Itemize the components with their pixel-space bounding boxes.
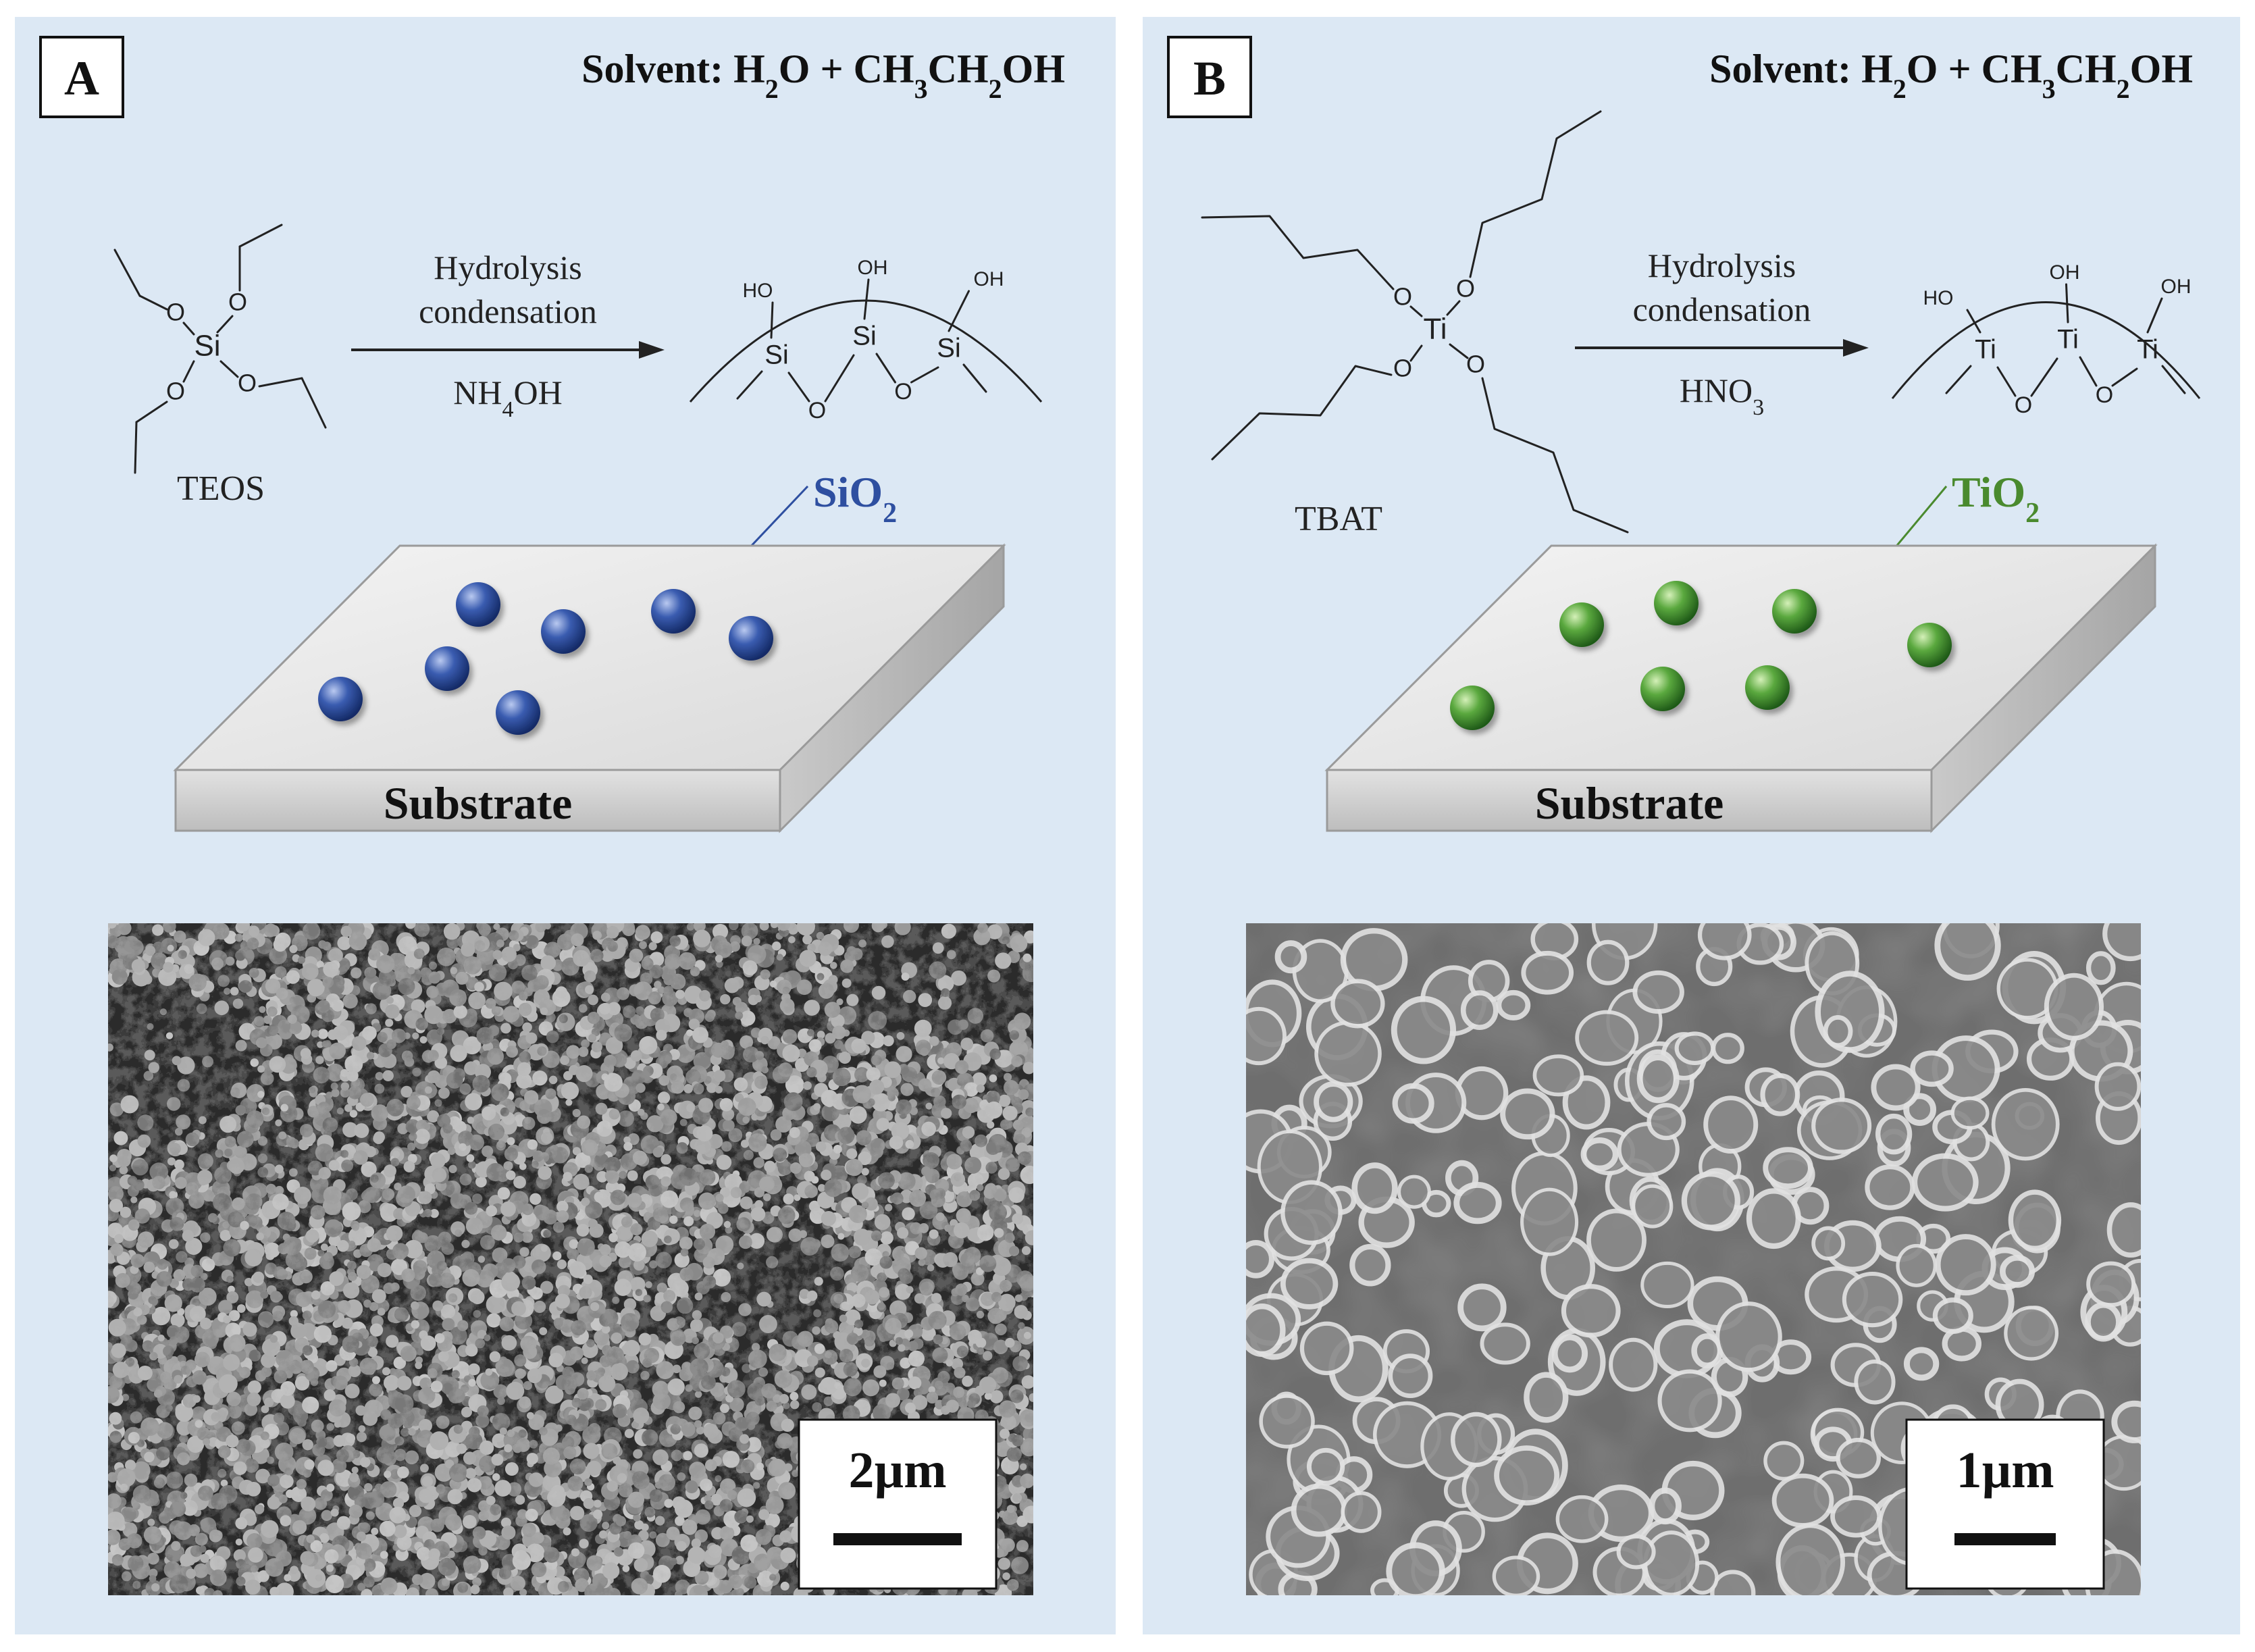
nanoparticle xyxy=(1450,686,1495,730)
catalyst-label: NH4OH xyxy=(453,373,562,422)
product-label: TiO2 xyxy=(1952,468,2040,529)
nanoparticle xyxy=(729,616,773,661)
substrate: Substrate xyxy=(173,543,1006,833)
panel-letter-box xyxy=(1167,36,1252,118)
substrate-label: Substrate xyxy=(384,777,573,829)
substrate-label: Substrate xyxy=(1535,777,1724,829)
substrate-side xyxy=(1930,543,2156,833)
bridging-oxygen: O xyxy=(894,379,912,405)
product-network: Si HO Si OH Si OH O O xyxy=(689,257,1043,423)
nanoparticle xyxy=(651,589,696,634)
network-atom: Ti xyxy=(2137,335,2158,365)
scale-bar-label: 1µm xyxy=(1956,1442,2054,1499)
arrow-label-condensation: condensation xyxy=(1633,290,1811,328)
panel-letter: B xyxy=(1193,51,1226,105)
solvent-label: Solvent: H2O + CH3CH2OH xyxy=(581,47,1065,104)
nanoparticle xyxy=(1559,602,1604,647)
nanoparticle xyxy=(1640,667,1685,711)
arrow-label-hydrolysis: Hydrolysis xyxy=(1648,247,1796,284)
network-atom: Ti xyxy=(1975,335,1996,365)
network-atom: Ti xyxy=(2057,325,2079,355)
hydroxyl-group: HO xyxy=(743,280,773,302)
arrow-head xyxy=(1843,339,1869,357)
panel-letter-box xyxy=(39,36,124,118)
nanoparticle xyxy=(496,690,540,735)
solvent-label: Solvent: H2O + CH3CH2OH xyxy=(1709,47,2193,104)
oxygen-atom: O xyxy=(1393,355,1412,382)
arrow-label-condensation: condensation xyxy=(419,292,597,330)
scale-bar-box xyxy=(798,1418,997,1590)
hydroxyl-group: OH xyxy=(858,257,888,279)
scale-bar xyxy=(1954,1533,2056,1545)
nanoparticle xyxy=(1907,623,1952,667)
scale-bar xyxy=(833,1533,962,1545)
center-atom: Si xyxy=(194,330,220,363)
oxygen-atom: O xyxy=(1393,283,1412,311)
catalyst-label: HNO3 xyxy=(1680,371,1764,420)
product-label: SiO2 xyxy=(813,468,897,529)
oxygen-atom: O xyxy=(166,378,185,405)
oxygen-atom: O xyxy=(1456,275,1475,303)
surface-arc xyxy=(1891,301,2201,399)
network-atom: Si xyxy=(764,340,789,370)
nanoparticle xyxy=(1654,581,1699,625)
oxygen-atom: O xyxy=(1466,351,1485,378)
nanoparticle xyxy=(1772,589,1817,634)
bridging-oxygen: O xyxy=(2096,382,2113,408)
hydroxyl-group: HO xyxy=(1923,287,1954,309)
scale-bar-label: 2µm xyxy=(848,1442,946,1499)
panel-letter: A xyxy=(64,51,99,105)
network-atom: Si xyxy=(937,334,961,363)
network-atom: Si xyxy=(852,321,877,351)
nanoparticle xyxy=(1745,665,1790,710)
substrate: Substrate xyxy=(1324,543,2158,833)
bridging-oxygen: O xyxy=(2015,392,2032,418)
nanoparticle xyxy=(425,646,469,691)
oxygen-atom: O xyxy=(228,288,247,316)
hydroxyl-group: OH xyxy=(974,268,1004,290)
oxygen-atom: O xyxy=(166,299,185,326)
arrow-head xyxy=(639,341,665,359)
center-atom: Ti xyxy=(1423,313,1447,346)
nanoparticle xyxy=(318,677,363,721)
hydroxyl-group: OH xyxy=(2050,261,2080,284)
nanoparticle xyxy=(456,582,500,627)
oxygen-atom: O xyxy=(238,369,257,397)
precursor-name: TBAT xyxy=(1295,500,1382,538)
product-network: Ti HO Ti OH Ti OH O O xyxy=(1891,261,2201,418)
scale-bar-box xyxy=(1905,1418,2105,1590)
nanoparticle xyxy=(541,609,586,654)
precursor-name: TEOS xyxy=(177,469,265,508)
arrow-label-hydrolysis: Hydrolysis xyxy=(434,249,581,286)
substrate-side xyxy=(779,543,1005,833)
bridging-oxygen: O xyxy=(808,398,826,423)
hydroxyl-group: OH xyxy=(2161,276,2192,298)
